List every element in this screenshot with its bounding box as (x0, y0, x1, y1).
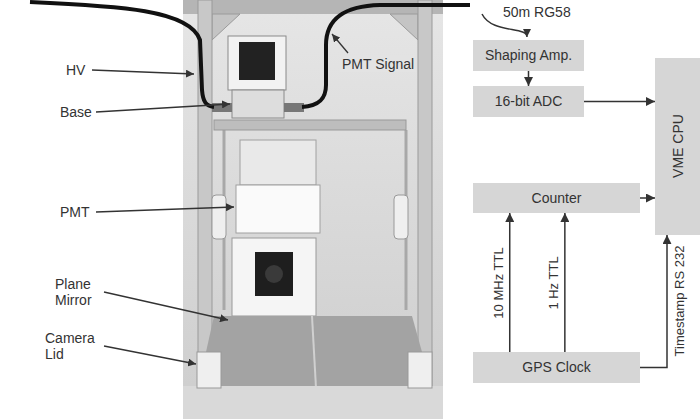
lid-hinge (197, 352, 221, 388)
pmt-body (236, 185, 320, 233)
part-label: Base (60, 104, 92, 120)
node-label: 16-bit ADC (495, 93, 563, 109)
pmt-holder (212, 195, 226, 239)
mirror-seam (312, 316, 316, 388)
pmt-holder (394, 195, 408, 239)
pmt-neck (240, 140, 316, 185)
base-plate (232, 90, 284, 118)
process-box: Counter (473, 183, 640, 213)
clock-box: GPS Clock (473, 352, 640, 383)
camera-window (255, 252, 293, 296)
part-label: PMT (60, 204, 90, 220)
leader-line (92, 70, 194, 74)
process-box: 16-bit ADC (473, 86, 584, 117)
signal-arrow (640, 197, 655, 199)
camera-housing (232, 238, 316, 316)
signal-connector (284, 103, 304, 112)
signal-arrow (509, 213, 511, 352)
part-label: PMT Signal (340, 56, 416, 72)
signal-arrow (584, 101, 655, 103)
hv-cable (30, 2, 214, 107)
leader-line (96, 207, 234, 212)
camera-aperture (265, 265, 283, 283)
base-face (239, 42, 275, 80)
part-label: HV (66, 62, 85, 78)
process-box: Shaping Amp. (473, 40, 584, 71)
lid-hinge (408, 352, 432, 388)
leader-line (96, 104, 230, 112)
leader-line (332, 34, 348, 53)
signal-arrow (528, 71, 530, 86)
leader-line (104, 292, 228, 320)
node-label: GPS Clock (522, 359, 590, 375)
signal-arrow (640, 235, 667, 368)
photo-ground (183, 0, 443, 419)
node-label: VME CPU (669, 115, 685, 179)
signal-label: 10 MHz TTL (490, 245, 505, 320)
signal-cable (302, 5, 470, 107)
cross-bar (214, 120, 406, 130)
node-label: Counter (532, 190, 582, 206)
base-housing (228, 36, 286, 90)
plane-mirror (198, 316, 432, 388)
signal-label: Timestamp RS 232 (672, 244, 687, 359)
signal-arrow (564, 213, 566, 352)
camera-lid (183, 386, 443, 419)
frame-gusset (390, 14, 418, 40)
cpu-box: VME CPU (655, 58, 700, 235)
part-label: 50m RG58 (503, 4, 571, 20)
signal-label: 1 Hz TTL (545, 254, 560, 311)
part-label: Plane Mirror (55, 276, 113, 308)
part-label: Camera Lid (45, 330, 103, 362)
leader-line (104, 346, 196, 364)
node-label: Shaping Amp. (485, 47, 572, 63)
